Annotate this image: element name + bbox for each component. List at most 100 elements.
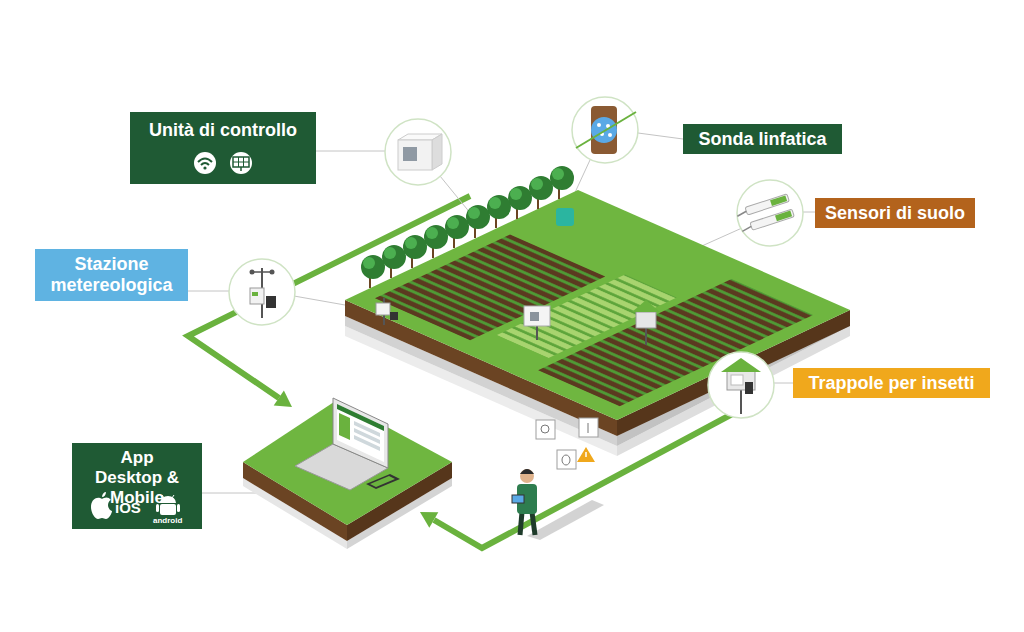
- control-unit-icon: [385, 119, 451, 185]
- tree-canopy: [361, 255, 385, 279]
- control-window: [530, 312, 539, 321]
- farmer-figure: [512, 469, 604, 540]
- tree-canopy: [466, 205, 490, 229]
- insect-trap-icon: [708, 352, 774, 418]
- icon-circle: [708, 352, 774, 418]
- station-box: [376, 303, 390, 315]
- tree-highlight: [447, 217, 459, 229]
- warning-mark: [585, 452, 587, 457]
- tree-row: [361, 166, 574, 288]
- laptop-screen: [333, 398, 388, 468]
- platform-top: [243, 400, 452, 525]
- leader-line: [774, 383, 793, 384]
- icon-circle: [385, 119, 451, 185]
- status-glyph: [588, 423, 589, 433]
- sap-dot: [608, 133, 612, 137]
- warning-triangle: [577, 447, 595, 462]
- icon-circle: [737, 180, 803, 246]
- status-icon: [579, 418, 598, 437]
- tree-highlight: [405, 237, 417, 249]
- leader-line: [188, 291, 229, 292]
- trap-roof: [721, 358, 761, 372]
- sap-probe-icon: [572, 97, 638, 163]
- phone-screen: [370, 476, 395, 487]
- box-label: Trappole per insetti: [804, 373, 978, 394]
- sensor-cable: [742, 226, 752, 231]
- sensor-tip: [770, 195, 787, 206]
- control-unit-box: Unità di controllo: [130, 112, 316, 184]
- tree-canopies: [361, 166, 574, 279]
- control-box: [524, 306, 550, 326]
- box-sublabel: android: [153, 516, 182, 525]
- tree-trunks: [370, 186, 559, 288]
- status-icon: [536, 420, 555, 439]
- station-panel: [390, 312, 398, 320]
- tablet: [512, 495, 524, 503]
- sap-probe-marker: [556, 208, 574, 226]
- status-glyph: [541, 425, 549, 433]
- app-sidebar: [339, 413, 350, 440]
- field-devices: [376, 208, 660, 345]
- icon-circle: [572, 97, 638, 163]
- box-window: [403, 147, 417, 161]
- sap-probe-box: Sonda linfatica: [683, 124, 842, 154]
- status-icons: [536, 418, 598, 469]
- tree-highlight: [468, 207, 480, 219]
- person-leg: [520, 512, 522, 535]
- sensor-tip: [775, 211, 792, 222]
- box-label: Stazione metereologica: [35, 254, 188, 296]
- trap-panel: [745, 382, 753, 394]
- trunk-section: [591, 106, 617, 154]
- leader-line: [638, 133, 683, 139]
- sap-dot: [597, 123, 601, 127]
- sensor-probe: [750, 209, 794, 230]
- box-sublabel: iOS: [115, 499, 141, 516]
- box-label: Sonda linfatica: [694, 129, 830, 150]
- app-box: App Desktop & MobileiOSandroid: [72, 443, 202, 529]
- trap-box: [636, 312, 656, 328]
- trap-window: [731, 375, 743, 385]
- tree-highlight: [489, 197, 501, 209]
- tree-canopy: [487, 195, 511, 219]
- app-platform: [243, 398, 452, 549]
- tree-canopy: [508, 186, 532, 210]
- laptop-display: [337, 404, 384, 462]
- tree-canopy: [382, 245, 406, 269]
- tree-highlights: [363, 168, 564, 269]
- tree-highlight: [384, 247, 396, 259]
- trap-pole: [740, 390, 742, 414]
- sensor-cable: [737, 211, 747, 216]
- soil-sensor-icon: [736, 180, 803, 246]
- solar-panel: [266, 296, 276, 308]
- sap-ring: [591, 117, 617, 143]
- leader-line: [316, 151, 386, 152]
- box-side: [432, 134, 442, 170]
- box-label: Sensori di suolo: [821, 203, 969, 224]
- phone: [366, 474, 400, 489]
- person-shadow: [527, 500, 604, 540]
- tree-highlight: [363, 257, 375, 269]
- app-row: [354, 435, 380, 451]
- tree-canopy: [424, 225, 448, 249]
- tree-canopy: [445, 215, 469, 239]
- leader-line: [202, 493, 262, 494]
- arrow-line: [434, 412, 736, 548]
- leader-line: [294, 296, 345, 305]
- icon-circle: [229, 259, 295, 325]
- anemometer-cup: [270, 270, 275, 275]
- insect-trap-box: Trappole per insetti: [793, 368, 990, 398]
- sensor-probes: [736, 194, 795, 234]
- person-leg: [532, 512, 535, 535]
- box-label: Unità di controllo: [130, 120, 316, 141]
- box-front: [398, 140, 432, 170]
- tree-canopy: [403, 235, 427, 259]
- weather-station-icon: [229, 259, 295, 325]
- status-icon: [557, 450, 576, 469]
- person-hair: [520, 469, 534, 474]
- person-head: [520, 469, 534, 483]
- trap-roof: [632, 300, 660, 312]
- tree-canopy: [529, 176, 553, 200]
- tree-highlight: [531, 178, 543, 190]
